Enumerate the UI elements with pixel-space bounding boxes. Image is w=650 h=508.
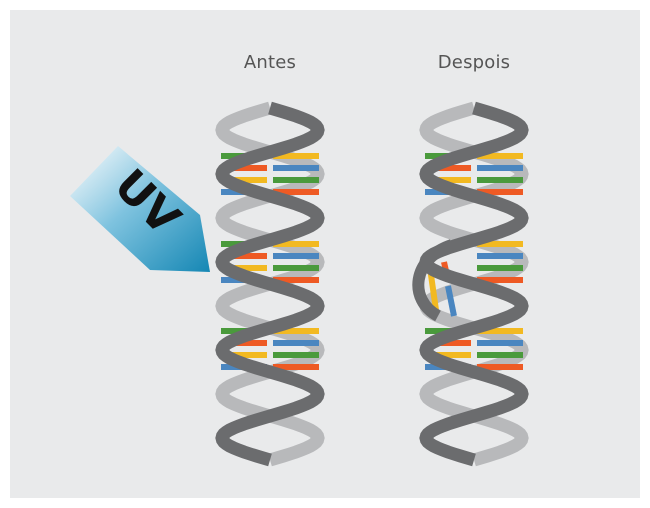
base-right (477, 352, 523, 358)
base-left (221, 352, 267, 358)
base-left (221, 165, 267, 171)
base-right (477, 241, 523, 247)
base-right (477, 340, 523, 346)
base-right (273, 165, 319, 171)
base-right (477, 153, 523, 159)
damaged-dna-helix-icon (412, 101, 529, 467)
base-right (273, 340, 319, 346)
base-right (477, 364, 523, 370)
base-right (273, 265, 319, 271)
base-left (425, 340, 471, 346)
label-before: Antes (243, 52, 297, 73)
base-right (477, 277, 523, 283)
base-right (273, 364, 319, 370)
base-right (477, 253, 523, 259)
base-right (477, 328, 523, 334)
base-right (273, 328, 319, 334)
base-right (273, 241, 319, 247)
uv-light-arrow-icon: UV (70, 146, 210, 272)
base-left (425, 165, 471, 171)
base-right (273, 177, 319, 183)
base-right (477, 165, 523, 171)
base-right (273, 253, 319, 259)
base-right (273, 189, 319, 195)
diagram-background (10, 10, 640, 498)
base-left (221, 265, 267, 271)
base-left (425, 352, 471, 358)
base-right (273, 153, 319, 159)
base-left (425, 177, 471, 183)
base-left (221, 253, 267, 259)
base-left (221, 340, 267, 346)
base-right (477, 265, 523, 271)
base-right (477, 177, 523, 183)
front-strand (215, 101, 325, 467)
base-right (477, 189, 523, 195)
base-right (273, 277, 319, 283)
base-left (221, 177, 267, 183)
front-strand (419, 101, 529, 467)
dna-double-helix-icon (215, 101, 325, 467)
label-after: Despois (437, 52, 511, 73)
base-right (273, 352, 319, 358)
